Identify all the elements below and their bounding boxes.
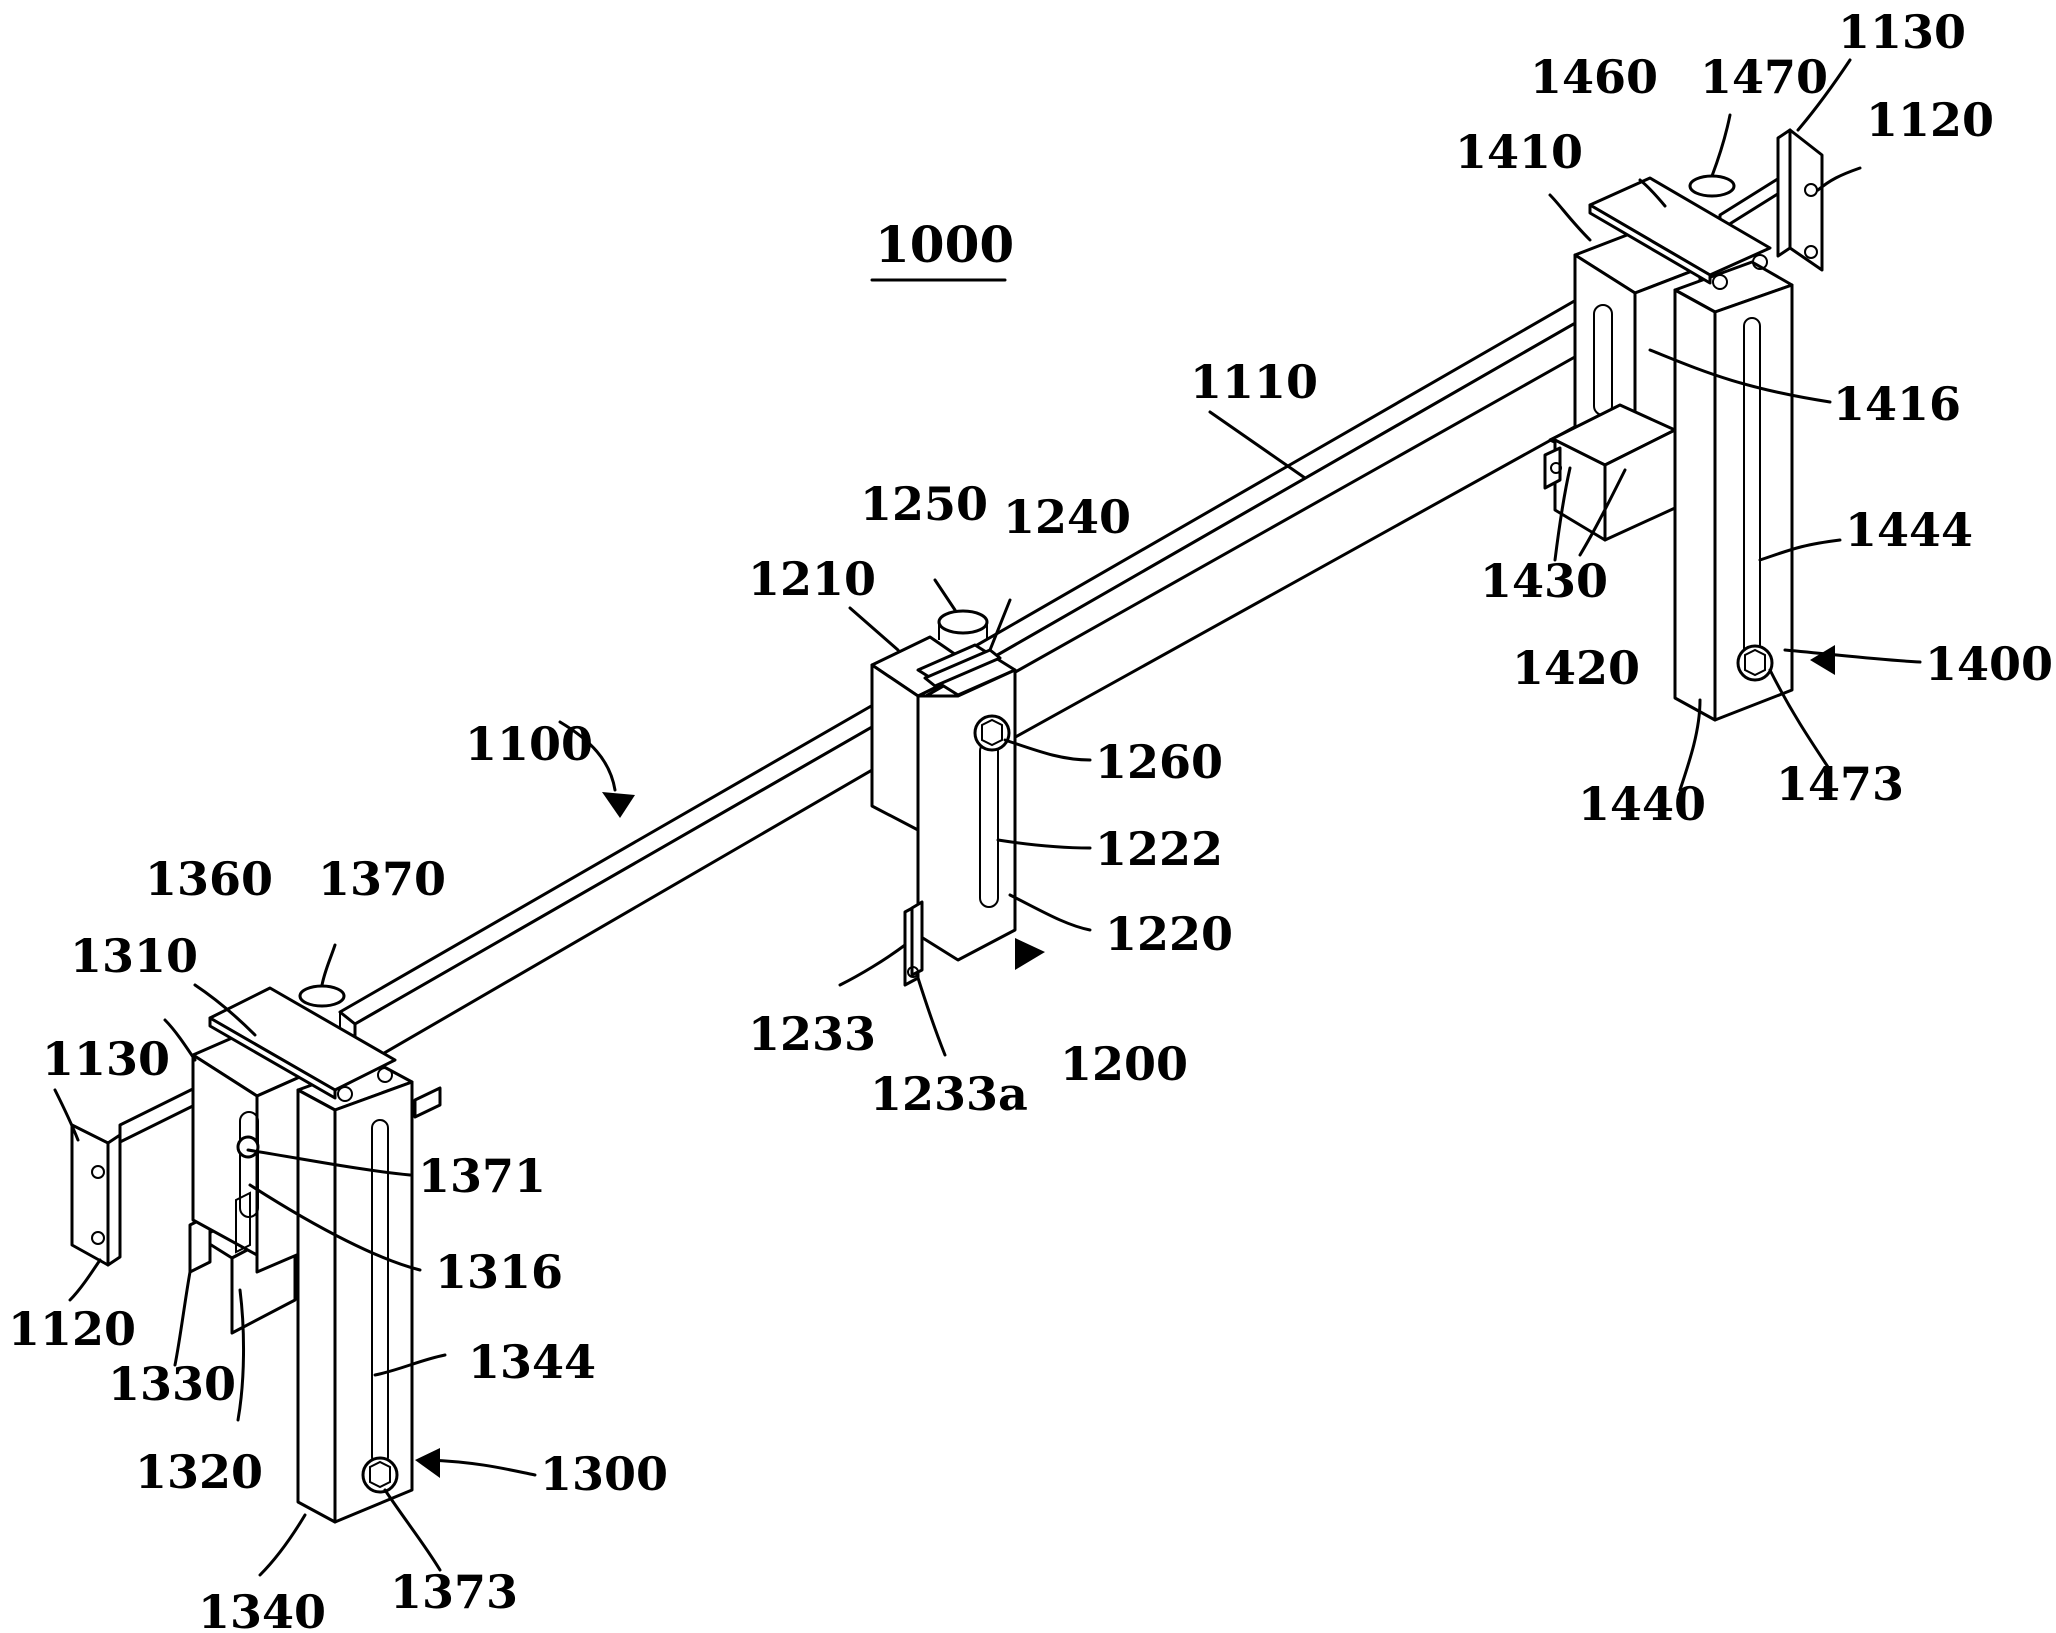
label-1210: 1210	[748, 552, 876, 606]
label-1420: 1420	[1512, 641, 1640, 695]
label-1130-right: 1130	[1838, 5, 1966, 59]
label-1100: 1100	[465, 717, 593, 771]
label-1250: 1250	[860, 477, 988, 531]
label-1340: 1340	[198, 1585, 326, 1633]
label-1473: 1473	[1776, 757, 1904, 811]
label-1200: 1200	[1060, 1037, 1188, 1091]
left-assembly	[70, 984, 442, 1524]
label-1373: 1373	[390, 1565, 518, 1619]
label-1410: 1410	[1455, 125, 1583, 179]
label-1344: 1344	[468, 1335, 596, 1389]
label-1120-left: 1120	[8, 1302, 136, 1356]
label-1400: 1400	[1925, 637, 2053, 691]
label-1260: 1260	[1095, 735, 1223, 789]
label-1120-right: 1120	[1866, 93, 1994, 147]
label-1460: 1460	[1530, 50, 1658, 104]
label-1416: 1416	[1833, 377, 1961, 431]
label-1444: 1444	[1845, 503, 1973, 557]
arrows	[415, 645, 1835, 1478]
right-assembly	[1543, 128, 1824, 722]
label-1330: 1330	[108, 1357, 236, 1411]
label-1240: 1240	[1003, 490, 1131, 544]
label-1320: 1320	[135, 1445, 263, 1499]
leader-lines	[53, 58, 1922, 1577]
label-1316: 1316	[435, 1245, 563, 1299]
label-1300: 1300	[540, 1447, 668, 1501]
label-1310: 1310	[70, 929, 198, 983]
label-1470: 1470	[1700, 50, 1828, 104]
label-1440: 1440	[1578, 777, 1706, 831]
label-1360: 1360	[145, 852, 273, 906]
label-1220: 1220	[1105, 907, 1233, 961]
label-1430: 1430	[1480, 554, 1608, 608]
label-1130-left: 1130	[42, 1032, 170, 1086]
label-1233a: 1233a	[870, 1067, 1028, 1121]
label-1222: 1222	[1095, 822, 1223, 876]
label-1233: 1233	[748, 1007, 876, 1061]
label-1370: 1370	[318, 852, 446, 906]
label-1110: 1110	[1190, 355, 1318, 409]
figure-title: 1000	[875, 215, 1014, 274]
middle-assembly	[870, 609, 1017, 987]
label-1371: 1371	[418, 1149, 546, 1203]
